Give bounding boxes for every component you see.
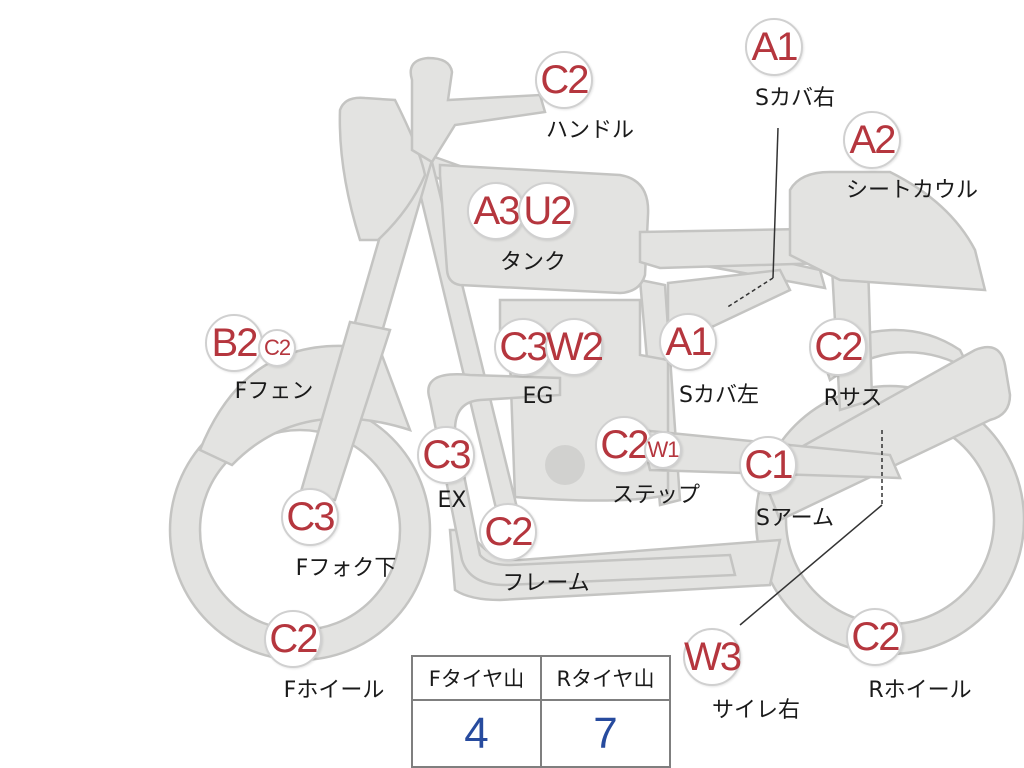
s-arm-label: Sアーム <box>756 506 834 531</box>
seat-cowl-label: シートカウル <box>845 178 979 203</box>
r-sus-grade-marker: C2 <box>809 318 867 376</box>
r-sus-label: Rサス <box>823 386 883 411</box>
muffler-shape <box>758 345 1012 522</box>
handlebar-shape <box>409 56 547 164</box>
s-arm-grade-marker: C1 <box>739 436 797 494</box>
f-fork-lower-label: Fフォク下 <box>295 556 397 581</box>
leader-line-silencer <box>739 504 883 626</box>
s-cover-l-grade-marker: A1 <box>659 313 717 371</box>
frame-grade-marker: C2 <box>479 503 537 561</box>
tread-value-front: 4 <box>411 699 542 768</box>
leader-dash-scover-r <box>725 277 774 309</box>
r-wheel-grade-marker: C2 <box>846 608 904 666</box>
engine-grade-marker: W2 <box>545 318 604 376</box>
seat-cowl-shape <box>788 170 987 292</box>
tread-header-rear: Rタイヤ山 <box>540 655 671 701</box>
r-wheel-label: Rホイール <box>868 678 972 703</box>
tank-grade-marker: U2 <box>518 182 576 240</box>
exhaust-pipe-shape <box>427 373 737 587</box>
tread-depth-table: Fタイヤ山 Rタイヤ山 4 7 <box>411 655 671 768</box>
silencer-r-grade-marker: W3 <box>683 628 742 686</box>
silencer-r-label: サイレ右 <box>711 698 801 723</box>
tank-grade-marker: A3 <box>467 182 525 240</box>
engine-label: EG <box>522 384 554 409</box>
f-fender-grade-marker: C2 <box>258 329 296 367</box>
f-wheel-label: Fホイール <box>283 678 385 703</box>
tank-label: タンク <box>499 250 567 275</box>
frame-label: フレーム <box>502 571 590 596</box>
f-wheel-grade-marker: C2 <box>264 610 322 668</box>
fork-lower-shape <box>298 320 392 502</box>
f-fender-label: Fフェン <box>234 379 314 404</box>
tread-value-rear: 7 <box>540 699 671 768</box>
s-cover-r-grade-marker: A1 <box>745 18 803 76</box>
step-grade-marker: C2 <box>595 416 653 474</box>
engine-grade-marker: C3 <box>494 318 552 376</box>
f-fork-lower-grade-marker: C3 <box>281 488 339 546</box>
exhaust-label: EX <box>437 488 467 513</box>
s-cover-l-label: Sカバ左 <box>679 383 759 408</box>
exhaust-grade-marker: C3 <box>417 426 475 484</box>
handle-label: ハンドル <box>545 118 635 143</box>
engine-cover-shape <box>545 445 585 485</box>
headlight-shape <box>338 96 427 242</box>
step-grade-marker: W1 <box>644 431 682 469</box>
seat-cowl-grade-marker: A2 <box>843 111 901 169</box>
f-fender-grade-marker: B2 <box>205 314 263 372</box>
handle-grade-marker: C2 <box>535 51 593 109</box>
leader-line-scover-r <box>772 127 779 279</box>
s-cover-r-label: Sカバ右 <box>755 86 835 111</box>
tread-header-front: Fタイヤ山 <box>411 655 542 701</box>
step-label: ステップ <box>611 483 701 508</box>
